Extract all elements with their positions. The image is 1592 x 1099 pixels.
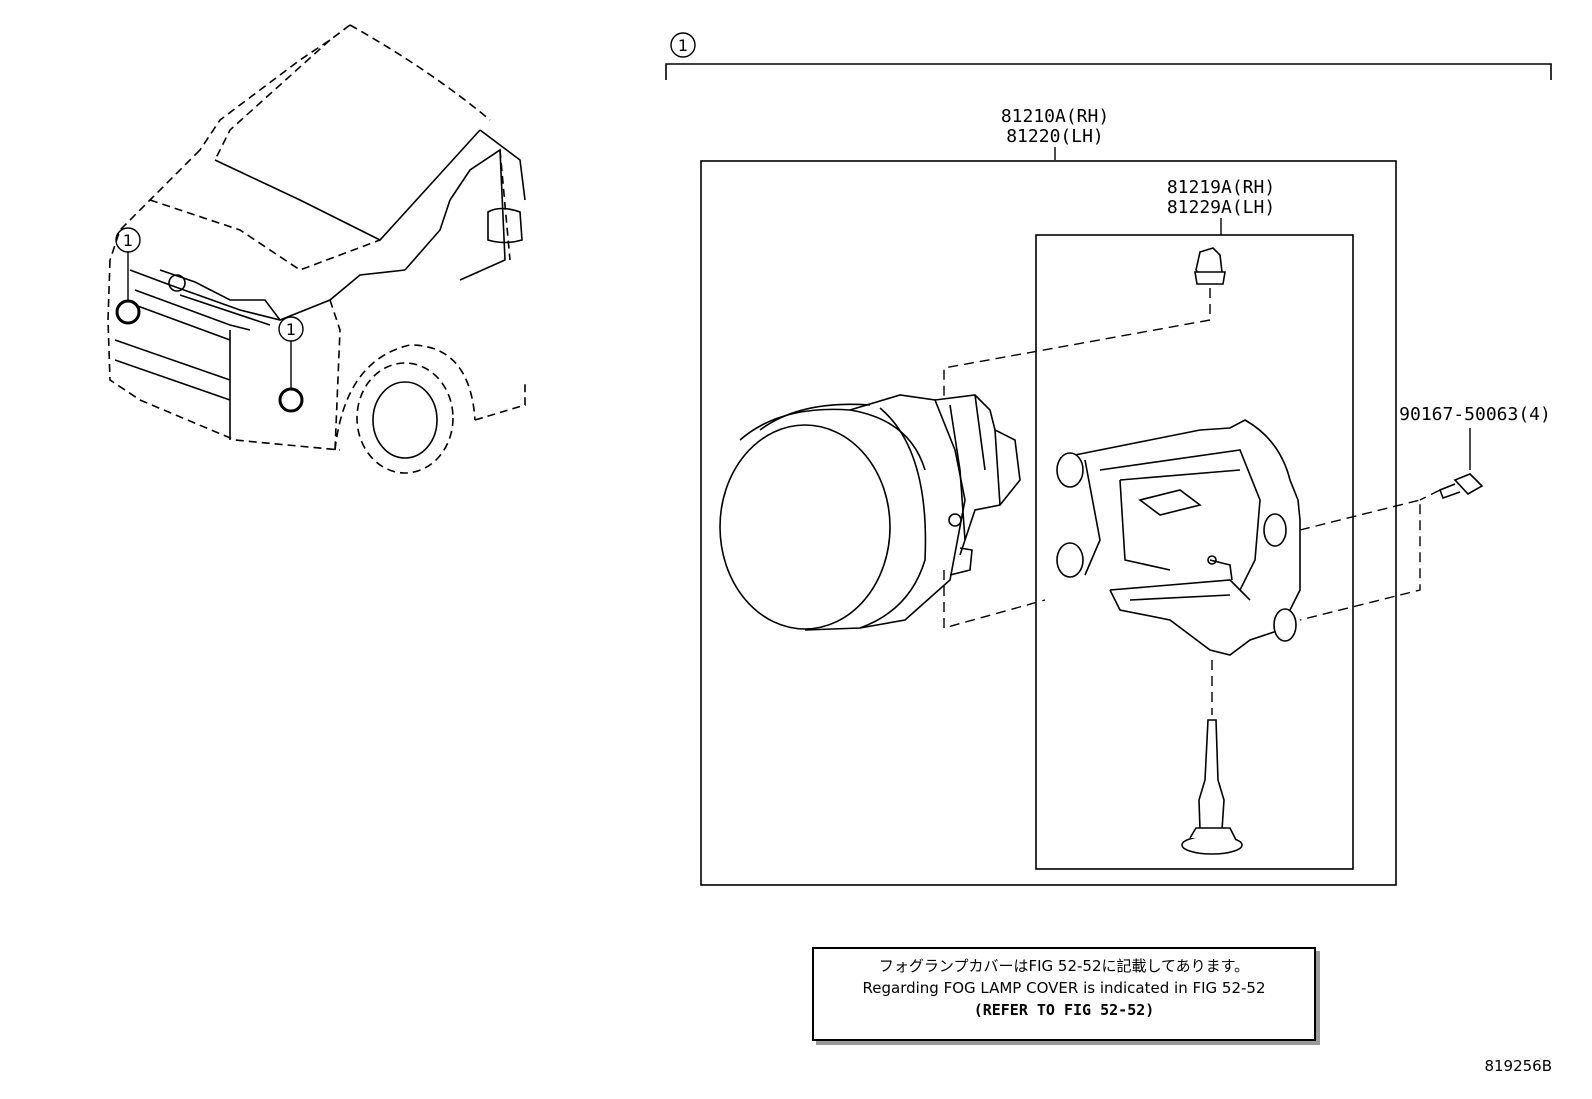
sketch-callout-left: 1 bbox=[123, 231, 133, 250]
part-number-bracket-lh: 81229A(LH) bbox=[1167, 197, 1275, 218]
sketch-callout-right: 1 bbox=[286, 320, 296, 339]
assembly-bracket-line bbox=[665, 32, 1552, 80]
figure-id: 819256B bbox=[1484, 1057, 1552, 1075]
fog-lamp-bracket bbox=[1056, 419, 1301, 656]
bracket-clip bbox=[1194, 247, 1226, 285]
part-number-screw: 90167-50063(4) bbox=[1399, 404, 1551, 425]
assembly-dashed-lines bbox=[943, 288, 1441, 715]
assembly-frame bbox=[700, 160, 1397, 886]
mounting-pin bbox=[1181, 719, 1243, 855]
part-number-assembly-lh: 81220(LH) bbox=[1006, 126, 1104, 147]
part-number-assembly-rh: 81210A(RH) bbox=[1001, 106, 1109, 127]
screw bbox=[1438, 473, 1484, 500]
reference-note: フォグランプカバーはFIG 52-52に記載してあります。 Regarding … bbox=[812, 947, 1316, 1041]
part-number-bracket-rh: 81219A(RH) bbox=[1167, 177, 1275, 198]
fog-lamp-location-markers bbox=[115, 227, 304, 413]
assembly-callout-number: 1 bbox=[678, 36, 688, 55]
fog-lamp-unit bbox=[719, 394, 1021, 631]
vehicle-location-sketch bbox=[107, 24, 526, 474]
note-japanese: フォグランプカバーはFIG 52-52に記載してあります。 bbox=[878, 957, 1250, 975]
note-reference: (REFER TO FIG 52-52) bbox=[973, 1001, 1155, 1019]
bracket-frame bbox=[1035, 234, 1354, 870]
note-english: Regarding FOG LAMP COVER is indicated in… bbox=[862, 979, 1266, 997]
